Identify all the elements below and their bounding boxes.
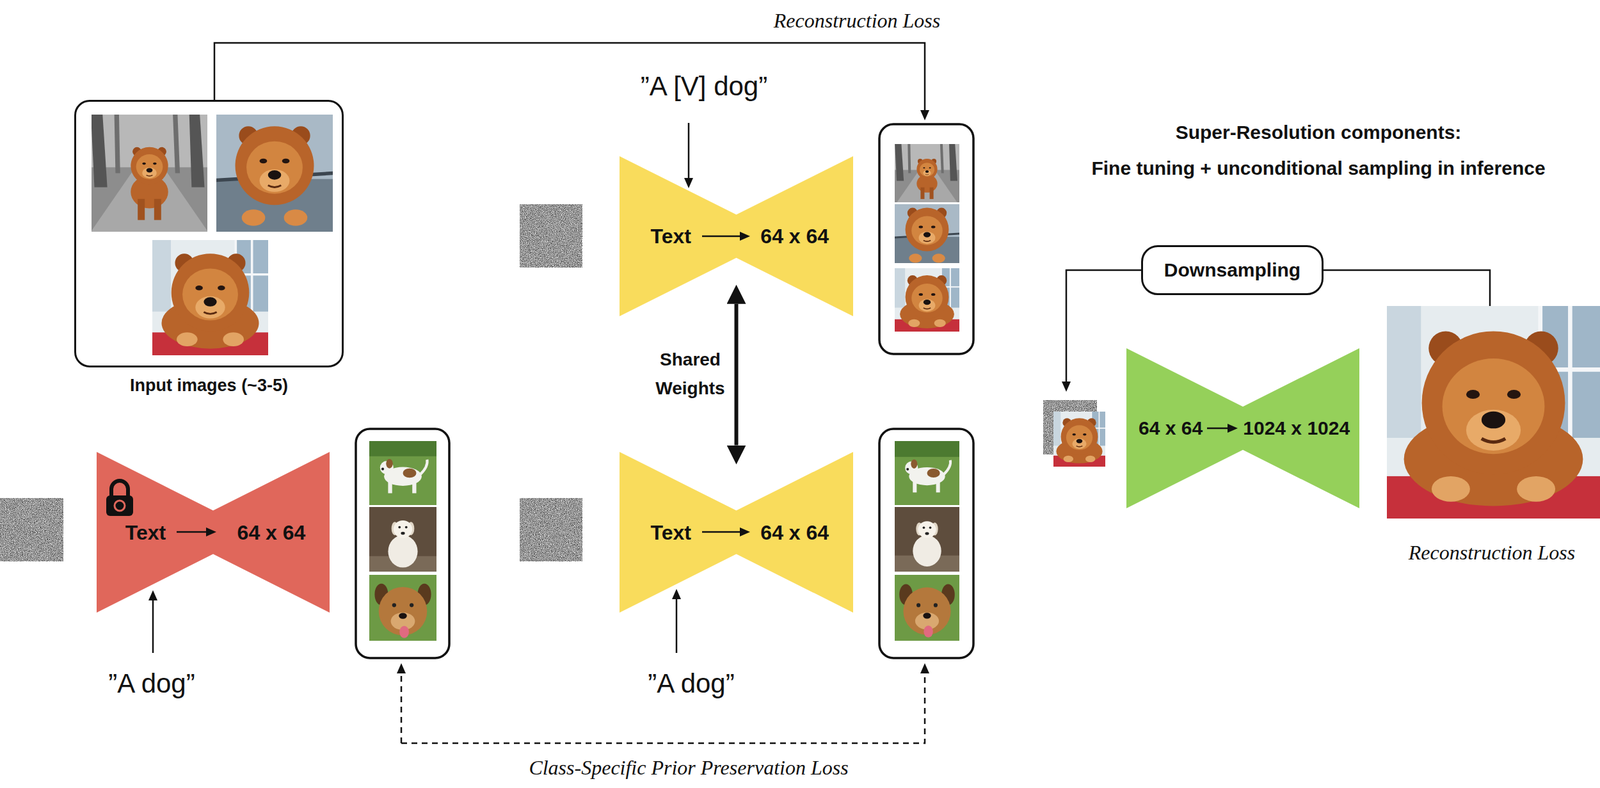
photo bbox=[90, 114, 208, 232]
lock-body bbox=[106, 495, 134, 516]
photo bbox=[369, 439, 437, 507]
section-heading: Super-Resolution components: bbox=[1175, 121, 1462, 144]
bowtie-fill bbox=[1126, 348, 1360, 509]
column-frame bbox=[879, 428, 974, 658]
column-frame bbox=[879, 124, 974, 354]
lock-shackle bbox=[111, 480, 128, 497]
photo bbox=[894, 574, 960, 641]
shared-weights-arrow bbox=[734, 304, 739, 446]
prompt-text: ”A dog” bbox=[108, 668, 195, 699]
stage-label: Text bbox=[125, 520, 166, 544]
section-subheading: Fine tuning + unconditional sampling in … bbox=[1091, 157, 1545, 180]
photo bbox=[894, 440, 960, 506]
inner-arrow bbox=[176, 531, 207, 534]
lock-ring bbox=[114, 500, 125, 511]
stage-label: 1024 x 1024 bbox=[1242, 417, 1350, 440]
input-images-box: Input images (~3-5) bbox=[74, 99, 344, 368]
box-label: Downsampling bbox=[1164, 259, 1301, 281]
column-frame bbox=[355, 428, 450, 658]
prior-loss-line bbox=[400, 673, 403, 744]
downsampling-line bbox=[1323, 270, 1490, 306]
output-column bbox=[355, 428, 450, 658]
low-res-photo bbox=[1052, 411, 1108, 467]
input-photos bbox=[90, 114, 334, 356]
photo bbox=[894, 267, 960, 333]
bowtie-fill bbox=[619, 156, 854, 317]
stage-label: 64 x 64 bbox=[760, 520, 829, 544]
output-column bbox=[879, 428, 974, 658]
photo bbox=[894, 506, 960, 572]
loss-label: Reconstruction Loss bbox=[773, 8, 941, 33]
prompt-arrow bbox=[688, 122, 690, 178]
stage-label: 64 x 64 bbox=[237, 520, 306, 544]
photo bbox=[369, 574, 437, 642]
bowtie-fill bbox=[96, 451, 330, 613]
loss-label: Reconstruction Loss bbox=[1408, 540, 1576, 565]
stage-label: 64 x 64 bbox=[1138, 417, 1203, 440]
photo bbox=[369, 505, 437, 573]
frozen-unet-bowtie: Text 64 x 64 bbox=[96, 451, 330, 613]
output-column bbox=[879, 124, 974, 354]
lock-icon bbox=[106, 480, 134, 516]
inner-arrow bbox=[702, 531, 740, 534]
photo bbox=[216, 114, 334, 232]
loss-label: Class-Specific Prior Preservation Loss bbox=[528, 755, 848, 780]
bowtie-fill bbox=[619, 451, 854, 613]
photo bbox=[152, 240, 269, 356]
inner-arrow bbox=[702, 235, 740, 238]
high-res-photo bbox=[1386, 305, 1600, 520]
prompt-text: ”A dog” bbox=[647, 668, 735, 699]
stage-label: Text bbox=[650, 520, 692, 544]
prompt-arrow bbox=[675, 599, 678, 653]
process-box: Downsampling bbox=[1141, 245, 1324, 296]
stage-label: Text bbox=[650, 224, 692, 249]
inner-arrow bbox=[1207, 427, 1228, 430]
super-resolution-bowtie: 64 x 64 1024 x 1024 bbox=[1126, 348, 1360, 509]
edge-label: Shared Weights bbox=[645, 345, 736, 404]
noise-image bbox=[519, 497, 583, 562]
prompt-text: ”A [V] dog” bbox=[640, 71, 768, 102]
stage-label: 64 x 64 bbox=[760, 224, 829, 249]
prompt-arrow bbox=[152, 600, 155, 653]
photo bbox=[894, 201, 960, 267]
photo bbox=[894, 140, 960, 206]
box-caption: Input images (~3-5) bbox=[129, 375, 288, 396]
noise-image bbox=[519, 204, 583, 268]
noise-image bbox=[0, 497, 64, 562]
